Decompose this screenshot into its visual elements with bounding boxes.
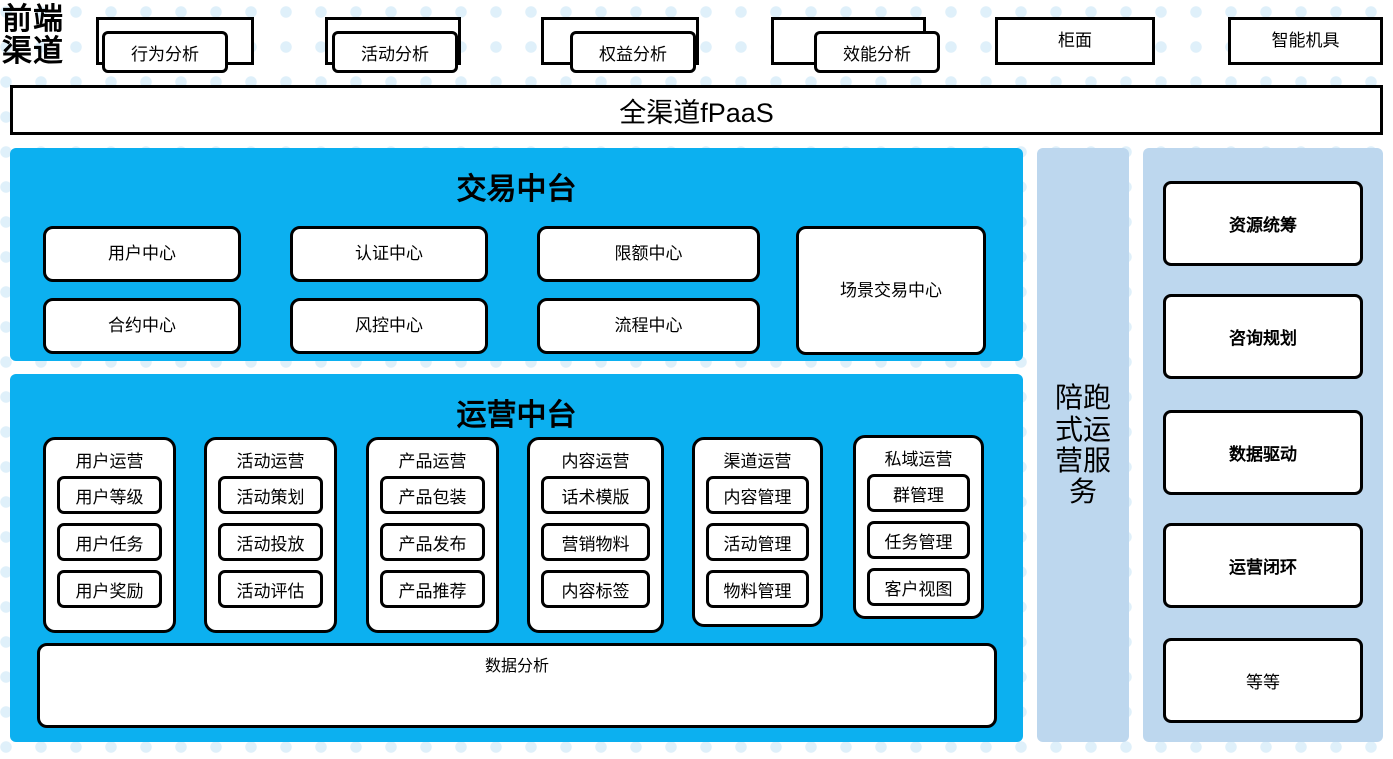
operations-column-2: 产品运营产品包装产品发布产品推荐 <box>366 437 499 633</box>
transaction-card-label: 限额中心 <box>614 244 683 264</box>
operations-platform-title: 运营中台 <box>456 399 577 432</box>
channel-box-label: 柜面 <box>1058 31 1092 51</box>
operations-item-4-2: 物料管理 <box>706 570 809 608</box>
operations-item-label: 客户视图 <box>884 579 953 599</box>
resource-card-0: 资源统筹 <box>1163 181 1363 266</box>
operations-item-3-0: 话术模版 <box>541 476 650 514</box>
transaction-card-label: 用户中心 <box>108 244 176 264</box>
operations-item-label: 群管理 <box>893 485 944 505</box>
transaction-card-0: 用户中心 <box>43 226 241 282</box>
operations-item-label: 活动管理 <box>723 534 792 554</box>
operations-item-5-1: 任务管理 <box>867 521 970 559</box>
data-analysis-item-3: 效能分析 <box>814 31 940 73</box>
operations-item-label: 话术模版 <box>561 487 630 507</box>
operations-column-title: 用户运营 <box>75 452 144 471</box>
transaction-card-6: 流程中心 <box>537 298 760 354</box>
frontend-channel-label: 前端渠道 <box>2 3 64 68</box>
operations-item-label: 活动投放 <box>236 534 305 554</box>
operations-item-label: 内容标签 <box>561 581 630 601</box>
resource-card-4: 等等 <box>1163 638 1363 723</box>
operations-column-title: 活动运营 <box>236 452 305 471</box>
resource-card-3: 运营闭环 <box>1163 523 1363 608</box>
operations-item-1-0: 活动策划 <box>218 476 323 514</box>
operations-column-3: 内容运营话术模版营销物料内容标签 <box>527 437 664 633</box>
data-analysis-box: 数据分析 <box>37 643 997 728</box>
operations-column-0: 用户运营用户等级用户任务用户奖励 <box>43 437 176 633</box>
resource-card-1: 咨询规划 <box>1163 294 1363 379</box>
operations-column-1: 活动运营活动策划活动投放活动评估 <box>204 437 337 633</box>
resource-card-label: 运营闭环 <box>1229 558 1297 577</box>
data-analysis-item-label: 效能分析 <box>843 44 911 64</box>
operations-item-5-0: 群管理 <box>867 474 970 512</box>
operations-item-1-2: 活动评估 <box>218 570 323 608</box>
transaction-card-label: 认证中心 <box>355 244 423 264</box>
channel-box-5: 智能机具 <box>1228 17 1383 65</box>
service-column-panel: 陪跑式运营服务 <box>1037 148 1129 742</box>
data-analysis-item-2: 权益分析 <box>570 31 696 73</box>
data-analysis-item-label: 活动分析 <box>361 44 429 64</box>
resource-card-label: 数据驱动 <box>1229 445 1297 464</box>
service-column-label: 陪跑式运营服务 <box>1054 382 1111 508</box>
operations-item-0-2: 用户奖励 <box>57 570 162 608</box>
data-analysis-item-0: 行为分析 <box>102 31 228 73</box>
resource-card-label: 咨询规划 <box>1229 329 1297 348</box>
operations-item-label: 产品推荐 <box>398 581 467 601</box>
operations-item-label: 活动策划 <box>236 487 305 507</box>
data-analysis-item-label: 权益分析 <box>599 44 667 64</box>
operations-item-label: 产品包装 <box>398 487 467 507</box>
transaction-card-label: 风控中心 <box>355 316 423 336</box>
operations-column-title: 内容运营 <box>561 452 630 471</box>
transaction-card-1: 认证中心 <box>290 226 488 282</box>
resource-column-panel: 资源统筹咨询规划数据驱动运营闭环等等 <box>1143 148 1383 742</box>
operations-item-5-2: 客户视图 <box>867 568 970 606</box>
data-analysis-title: 数据分析 <box>484 658 549 675</box>
transaction-card-label: 流程中心 <box>614 316 683 336</box>
transaction-card-5: 风控中心 <box>290 298 488 354</box>
data-analysis-item-1: 活动分析 <box>332 31 458 73</box>
operations-item-1-1: 活动投放 <box>218 523 323 561</box>
resource-card-label: 等等 <box>1246 673 1280 692</box>
operations-item-label: 用户等级 <box>75 487 144 507</box>
transaction-card-label: 合约中心 <box>108 316 176 336</box>
operations-column-4: 渠道运营内容管理活动管理物料管理 <box>692 437 823 627</box>
transaction-card-4: 合约中心 <box>43 298 241 354</box>
transaction-card-2: 限额中心 <box>537 226 760 282</box>
operations-column-title: 渠道运营 <box>723 452 792 471</box>
operations-item-4-0: 内容管理 <box>706 476 809 514</box>
resource-card-label: 资源统筹 <box>1229 216 1297 235</box>
resource-card-2: 数据驱动 <box>1163 410 1363 495</box>
operations-item-label: 用户任务 <box>75 534 144 554</box>
operations-item-label: 营销物料 <box>561 534 630 554</box>
operations-item-label: 产品发布 <box>398 534 467 554</box>
operations-item-4-1: 活动管理 <box>706 523 809 561</box>
omnichannel-fpaas-bar: 全渠道fPaaS <box>10 85 1383 135</box>
operations-column-title: 产品运营 <box>398 452 467 471</box>
operations-column-5: 私域运营群管理任务管理客户视图 <box>853 435 984 619</box>
transaction-card-3: 场景交易中心 <box>796 226 986 355</box>
operations-item-label: 物料管理 <box>723 581 792 601</box>
operations-item-2-0: 产品包装 <box>380 476 485 514</box>
fpaas-label: 全渠道fPaaS <box>619 97 774 128</box>
operations-item-label: 任务管理 <box>884 532 953 552</box>
operations-item-0-0: 用户等级 <box>57 476 162 514</box>
channel-box-4: 柜面 <box>995 17 1155 65</box>
transaction-card-label: 场景交易中心 <box>840 280 942 300</box>
operations-item-label: 用户奖励 <box>75 581 144 601</box>
data-analysis-item-label: 行为分析 <box>131 44 199 64</box>
operations-item-3-2: 内容标签 <box>541 570 650 608</box>
transaction-platform-title: 交易中台 <box>456 173 577 206</box>
operations-item-0-1: 用户任务 <box>57 523 162 561</box>
operations-item-label: 内容管理 <box>723 487 792 507</box>
operations-item-2-1: 产品发布 <box>380 523 485 561</box>
operations-column-title: 私域运营 <box>884 450 953 469</box>
channel-box-label: 智能机具 <box>1271 31 1340 51</box>
operations-item-label: 活动评估 <box>236 581 305 601</box>
operations-item-2-2: 产品推荐 <box>380 570 485 608</box>
operations-item-3-1: 营销物料 <box>541 523 650 561</box>
